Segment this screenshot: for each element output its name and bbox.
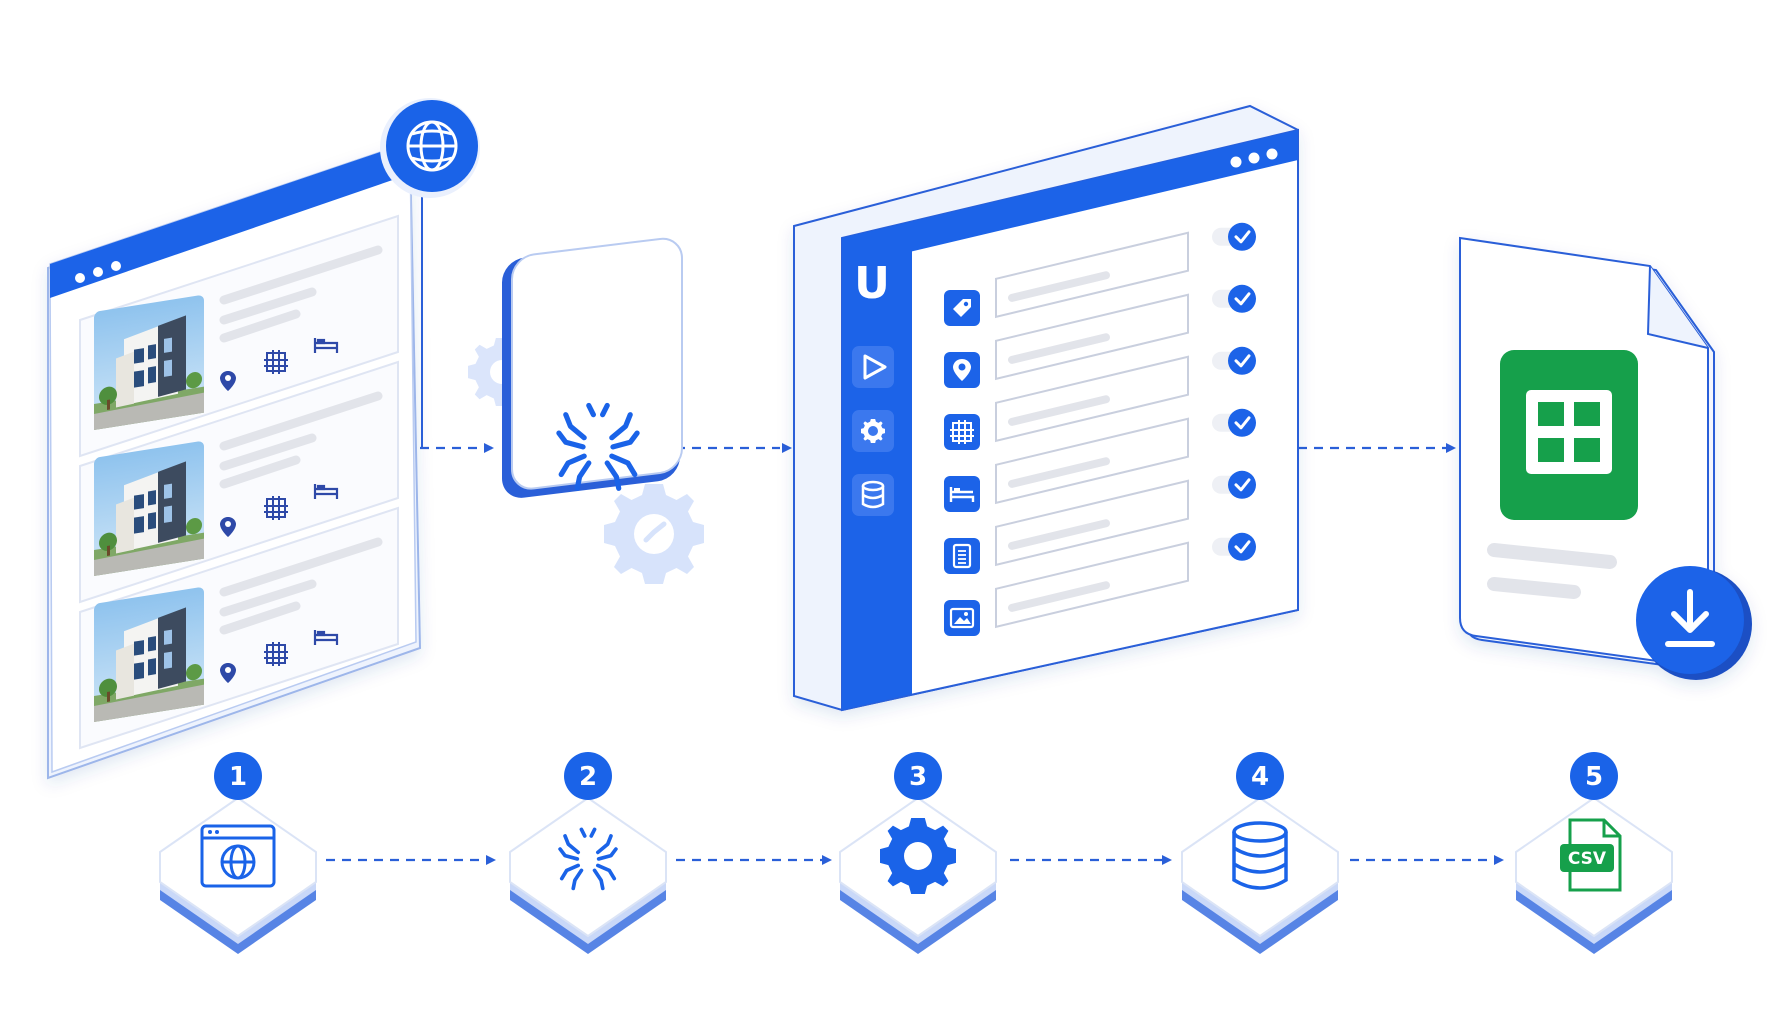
listing-window [47,140,422,780]
field-icon-tile [944,600,980,636]
field-row[interactable] [944,408,1256,512]
window-dot [111,261,121,271]
checkmark-icon [1228,346,1256,375]
step-number: 2 [579,762,597,792]
field-icon-tile [944,476,980,512]
step-2: 2 [509,752,667,955]
house-photo [94,440,204,576]
field-checkbox[interactable] [1212,222,1256,251]
field-icon-tile [944,538,980,574]
field-row[interactable] [944,284,1256,388]
spreadsheet-icon [1500,350,1638,520]
sidebar-item-settings[interactable] [852,410,894,452]
listing-window-titlebar [50,142,410,298]
listing-card[interactable] [79,506,399,750]
checkmark-icon [1228,470,1256,499]
field-placeholder-line [1008,395,1110,426]
field-row[interactable] [944,346,1256,450]
field-icon-tile [944,352,980,388]
step-number: 1 [229,762,247,792]
step-badge: 4 [1236,752,1284,800]
field-rows [944,222,1256,636]
connector-arrowheads [484,443,1504,865]
browser-globe-icon [200,824,276,888]
field-row[interactable] [944,470,1256,574]
window-dot [1230,156,1242,168]
download-button[interactable] [1636,566,1752,680]
database-icon [1232,821,1288,890]
step-number: 4 [1251,762,1269,792]
csv-file-icon: CSV [1560,818,1622,892]
scraper-tile [468,237,704,584]
listing-card[interactable] [79,214,399,458]
field-placeholder-line [1008,581,1110,612]
window-dot [75,273,85,283]
step-3: 3 [839,752,997,955]
checkmark-icon [1228,222,1256,251]
checkmark-icon [1228,408,1256,437]
flow-connectors [326,446,1494,862]
field-placeholder-line [1008,271,1110,302]
export-document [1459,236,1752,680]
field-row[interactable] [944,222,1256,326]
field-checkbox[interactable] [1212,470,1256,499]
step-number: 3 [909,762,927,792]
csv-label: CSV [1568,849,1607,869]
window-dot [93,267,103,277]
globe-icon [406,120,458,172]
download-icon [1665,589,1715,647]
step-5: CSV 5 [1515,752,1673,955]
field-checkbox[interactable] [1212,346,1256,375]
field-icon-tile [944,290,980,326]
app-logo-text: U [854,258,890,309]
app-window-titlebar [842,130,1298,268]
step-tile [509,797,667,955]
tag-icon [953,299,971,317]
step-number: 5 [1585,762,1603,792]
sidebar-item-run[interactable] [852,346,894,388]
listing-card[interactable] [79,360,399,604]
globe-badge [380,98,480,448]
house-photo [94,294,204,430]
checkmark-icon [1228,532,1256,561]
window-dot [1266,148,1278,160]
step-1: 1 [159,752,317,955]
field-placeholder-line [1008,457,1110,488]
document-icon [952,543,972,569]
sidebar-item-database[interactable] [852,474,894,516]
step-tile [159,797,317,955]
house-photo [94,586,204,722]
step-badge: 5 [1570,752,1618,800]
step-badge: 2 [564,752,612,800]
step-4: 4 [1181,752,1339,955]
database-icon [861,480,885,509]
field-placeholder-line [1008,333,1110,364]
app-window: U [793,104,1299,712]
bed-icon [949,487,975,502]
field-checkbox[interactable] [1212,532,1256,561]
floor-plan-icon [950,420,974,444]
step-badge: 1 [214,752,262,800]
image-icon [949,607,975,629]
gear-icon [880,818,956,894]
app-sidebar [842,222,912,710]
field-checkbox[interactable] [1212,284,1256,313]
checkmark-icon [1228,284,1256,313]
field-icon-tile [944,414,980,450]
window-dot [1248,152,1260,164]
field-row[interactable] [944,532,1256,636]
step-badge: 3 [894,752,942,800]
play-icon [863,354,887,380]
field-placeholder-line [1008,519,1110,550]
field-checkbox[interactable] [1212,408,1256,437]
app-logo: U [854,258,890,309]
location-pin-icon [953,359,971,381]
